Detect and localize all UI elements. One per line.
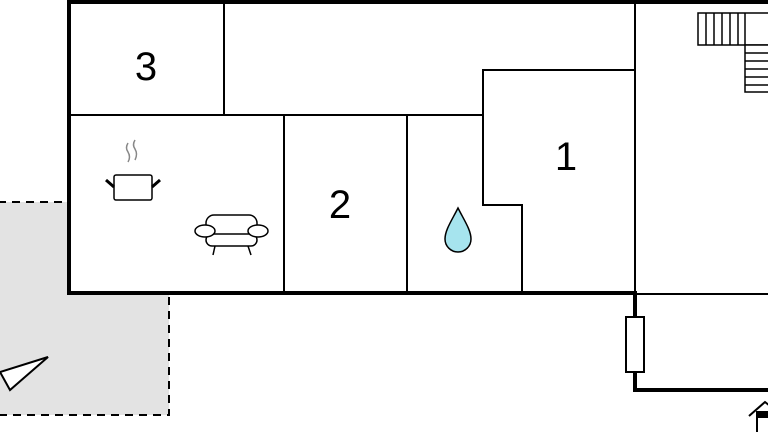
kitchen-pot-icon	[105, 139, 161, 201]
room-label-3: 3	[135, 45, 157, 89]
room-label-2: 2	[329, 183, 351, 227]
armchair-icon	[194, 214, 269, 256]
water-drop-icon	[444, 206, 472, 253]
entrance-icon	[748, 400, 768, 432]
walls	[67, 0, 768, 392]
stairs-icon	[697, 12, 768, 93]
window-icon	[625, 316, 645, 373]
room-label-1: 1	[555, 135, 577, 179]
terrace-arrow-icon	[0, 356, 49, 392]
